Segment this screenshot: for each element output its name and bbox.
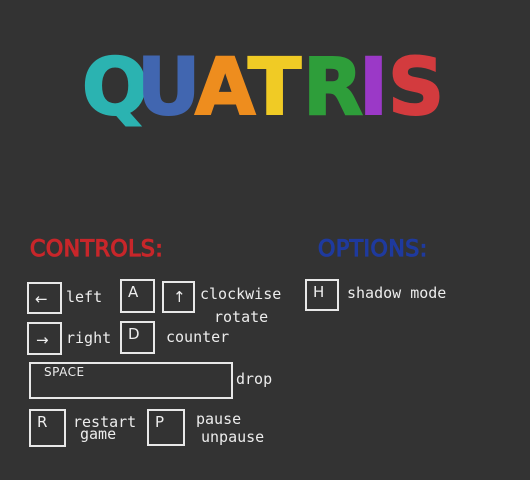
unpause-label: unpause: [201, 428, 265, 446]
d-key-label: D: [128, 325, 140, 343]
shadow-mode-label: shadow mode: [347, 284, 447, 302]
right-label: right: [66, 329, 112, 347]
options-heading: OPTIONS:: [317, 236, 428, 262]
left-arrow-key: ←: [27, 282, 62, 314]
h-key-label: H: [313, 283, 325, 301]
counter-label: counter: [166, 328, 230, 346]
left-arrow-icon: ←: [35, 290, 48, 308]
right-arrow-icon: →: [36, 331, 49, 349]
d-key: D: [120, 321, 155, 354]
rotate-label: rotate: [214, 308, 269, 326]
controls-heading: CONTROLS:: [29, 236, 164, 262]
a-key-label: A: [128, 283, 139, 301]
pause-label: pause: [196, 410, 242, 428]
up-arrow-icon: ↑: [173, 288, 186, 306]
p-key-label: P: [155, 413, 165, 431]
right-arrow-key: →: [27, 322, 62, 355]
game-label: game: [80, 425, 117, 443]
h-key: H: [305, 279, 339, 311]
a-key: A: [120, 279, 155, 313]
r-key-label: R: [37, 413, 48, 431]
left-label: left: [66, 288, 103, 306]
space-key: SPACE: [29, 362, 233, 399]
drop-label: drop: [236, 370, 273, 388]
space-key-label: SPACE: [44, 365, 85, 379]
r-key: R: [29, 409, 66, 447]
restart-label: restart: [73, 413, 137, 431]
p-key: P: [147, 409, 185, 446]
up-arrow-key: ↑: [162, 281, 195, 313]
clockwise-label: clockwise: [200, 285, 282, 303]
